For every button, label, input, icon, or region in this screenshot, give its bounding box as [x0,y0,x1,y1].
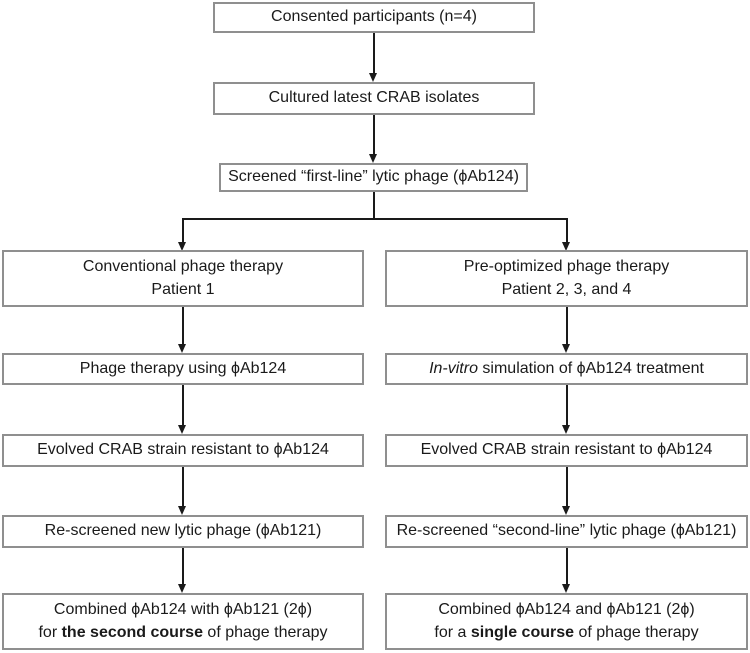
arrowhead-cultured-to-screened [369,154,378,163]
branch-horizontal-line [182,218,568,220]
combined-single-course-bold: single course [470,623,575,641]
arrowhead-left-2 [178,425,187,434]
arrow-line-left-4 [182,548,184,584]
node-conventional-phage-therapy-line1: Conventional phage therapy [82,258,284,276]
node-evolved-resistant-left-label: Evolved CRAB strain resistant to ϕAb124 [37,441,329,459]
arrow-line-cultured-to-screened [373,115,375,154]
invitro-italic: In-vitro [429,359,478,377]
arrowhead-left-3 [178,506,187,515]
arrow-line-left-2 [182,385,184,425]
node-rescreened-second-line-phage-label: Re-screened “second-line” lytic phage (ϕ… [396,522,737,540]
node-preoptimized-phage-therapy-line1: Pre-optimized phage therapy [463,258,670,276]
node-combined-second-course-line2: for the second course of phage therapy [38,622,327,644]
arrow-line-right-4 [566,548,568,584]
arrowhead-branch-right [562,242,571,251]
branch-left-line [182,218,184,242]
node-rescreened-second-line-phage: Re-screened “second-line” lytic phage (ϕ… [385,515,748,548]
arrow-line-consented-to-cultured [373,33,375,73]
combined-single-course-suffix: of phage therapy [574,623,699,641]
node-consented-participants: Consented participants (n=4) [213,2,535,33]
branch-right-line [566,218,568,242]
node-combined-second-course-line1: Combined ϕAb124 with ϕAb121 (2ϕ) [53,601,313,619]
arrowhead-left-4 [178,584,187,593]
combined-second-course-prefix: for [38,623,62,641]
node-conventional-phage-therapy-line2: Patient 1 [151,280,215,298]
arrowhead-right-2 [562,425,571,434]
node-evolved-resistant-right-label: Evolved CRAB strain resistant to ϕAb124 [420,441,713,459]
node-consented-participants-label: Consented participants (n=4) [271,8,477,26]
node-invitro-simulation-label: In-vitro simulation of ϕAb124 treatment [429,358,704,380]
arrow-line-right-1 [566,307,568,344]
node-evolved-resistant-right: Evolved CRAB strain resistant to ϕAb124 [385,434,748,467]
node-phage-therapy-ab124: Phage therapy using ϕAb124 [2,353,364,385]
arrowhead-right-4 [562,584,571,593]
node-combined-single-course-line1: Combined ϕAb124 and ϕAb121 (2ϕ) [438,601,695,619]
node-combined-single-course-line2: for a single course of phage therapy [434,622,698,644]
arrow-line-right-2 [566,385,568,425]
combined-second-course-suffix: of phage therapy [202,623,328,641]
arrowhead-right-3 [562,506,571,515]
node-screened-first-line-phage-label: Screened “first-line” lytic phage (ϕAb12… [228,168,519,186]
combined-second-course-bold: the second course [61,623,203,641]
node-combined-second-course: Combined ϕAb124 with ϕAb121 (2ϕ) for the… [2,593,364,650]
node-rescreened-new-phage-label: Re-screened new lytic phage (ϕAb121) [44,522,322,540]
arrow-line-left-3 [182,467,184,506]
node-preoptimized-phage-therapy: Pre-optimized phage therapy Patient 2, 3… [385,250,748,307]
combined-single-course-prefix: for a [434,623,471,641]
node-combined-single-course: Combined ϕAb124 and ϕAb121 (2ϕ) for a si… [385,593,748,650]
arrow-line-right-3 [566,467,568,506]
node-invitro-simulation: In-vitro simulation of ϕAb124 treatment [385,353,748,385]
node-phage-therapy-ab124-label: Phage therapy using ϕAb124 [79,359,287,377]
node-preoptimized-phage-therapy-line2: Patient 2, 3, and 4 [501,280,632,298]
arrow-line-left-1 [182,307,184,344]
node-cultured-crab-isolates-label: Cultured latest CRAB isolates [268,89,480,107]
arrowhead-branch-left [178,242,187,251]
arrowhead-right-1 [562,344,571,353]
node-conventional-phage-therapy: Conventional phage therapy Patient 1 [2,250,364,307]
node-rescreened-new-phage: Re-screened new lytic phage (ϕAb121) [2,515,364,548]
branch-stem-line [373,192,375,219]
node-screened-first-line-phage: Screened “first-line” lytic phage (ϕAb12… [219,163,528,192]
invitro-rest: simulation of ϕAb124 treatment [477,359,704,377]
arrowhead-left-1 [178,344,187,353]
node-evolved-resistant-left: Evolved CRAB strain resistant to ϕAb124 [2,434,364,467]
node-cultured-crab-isolates: Cultured latest CRAB isolates [213,82,535,115]
arrowhead-consented-to-cultured [369,73,378,82]
